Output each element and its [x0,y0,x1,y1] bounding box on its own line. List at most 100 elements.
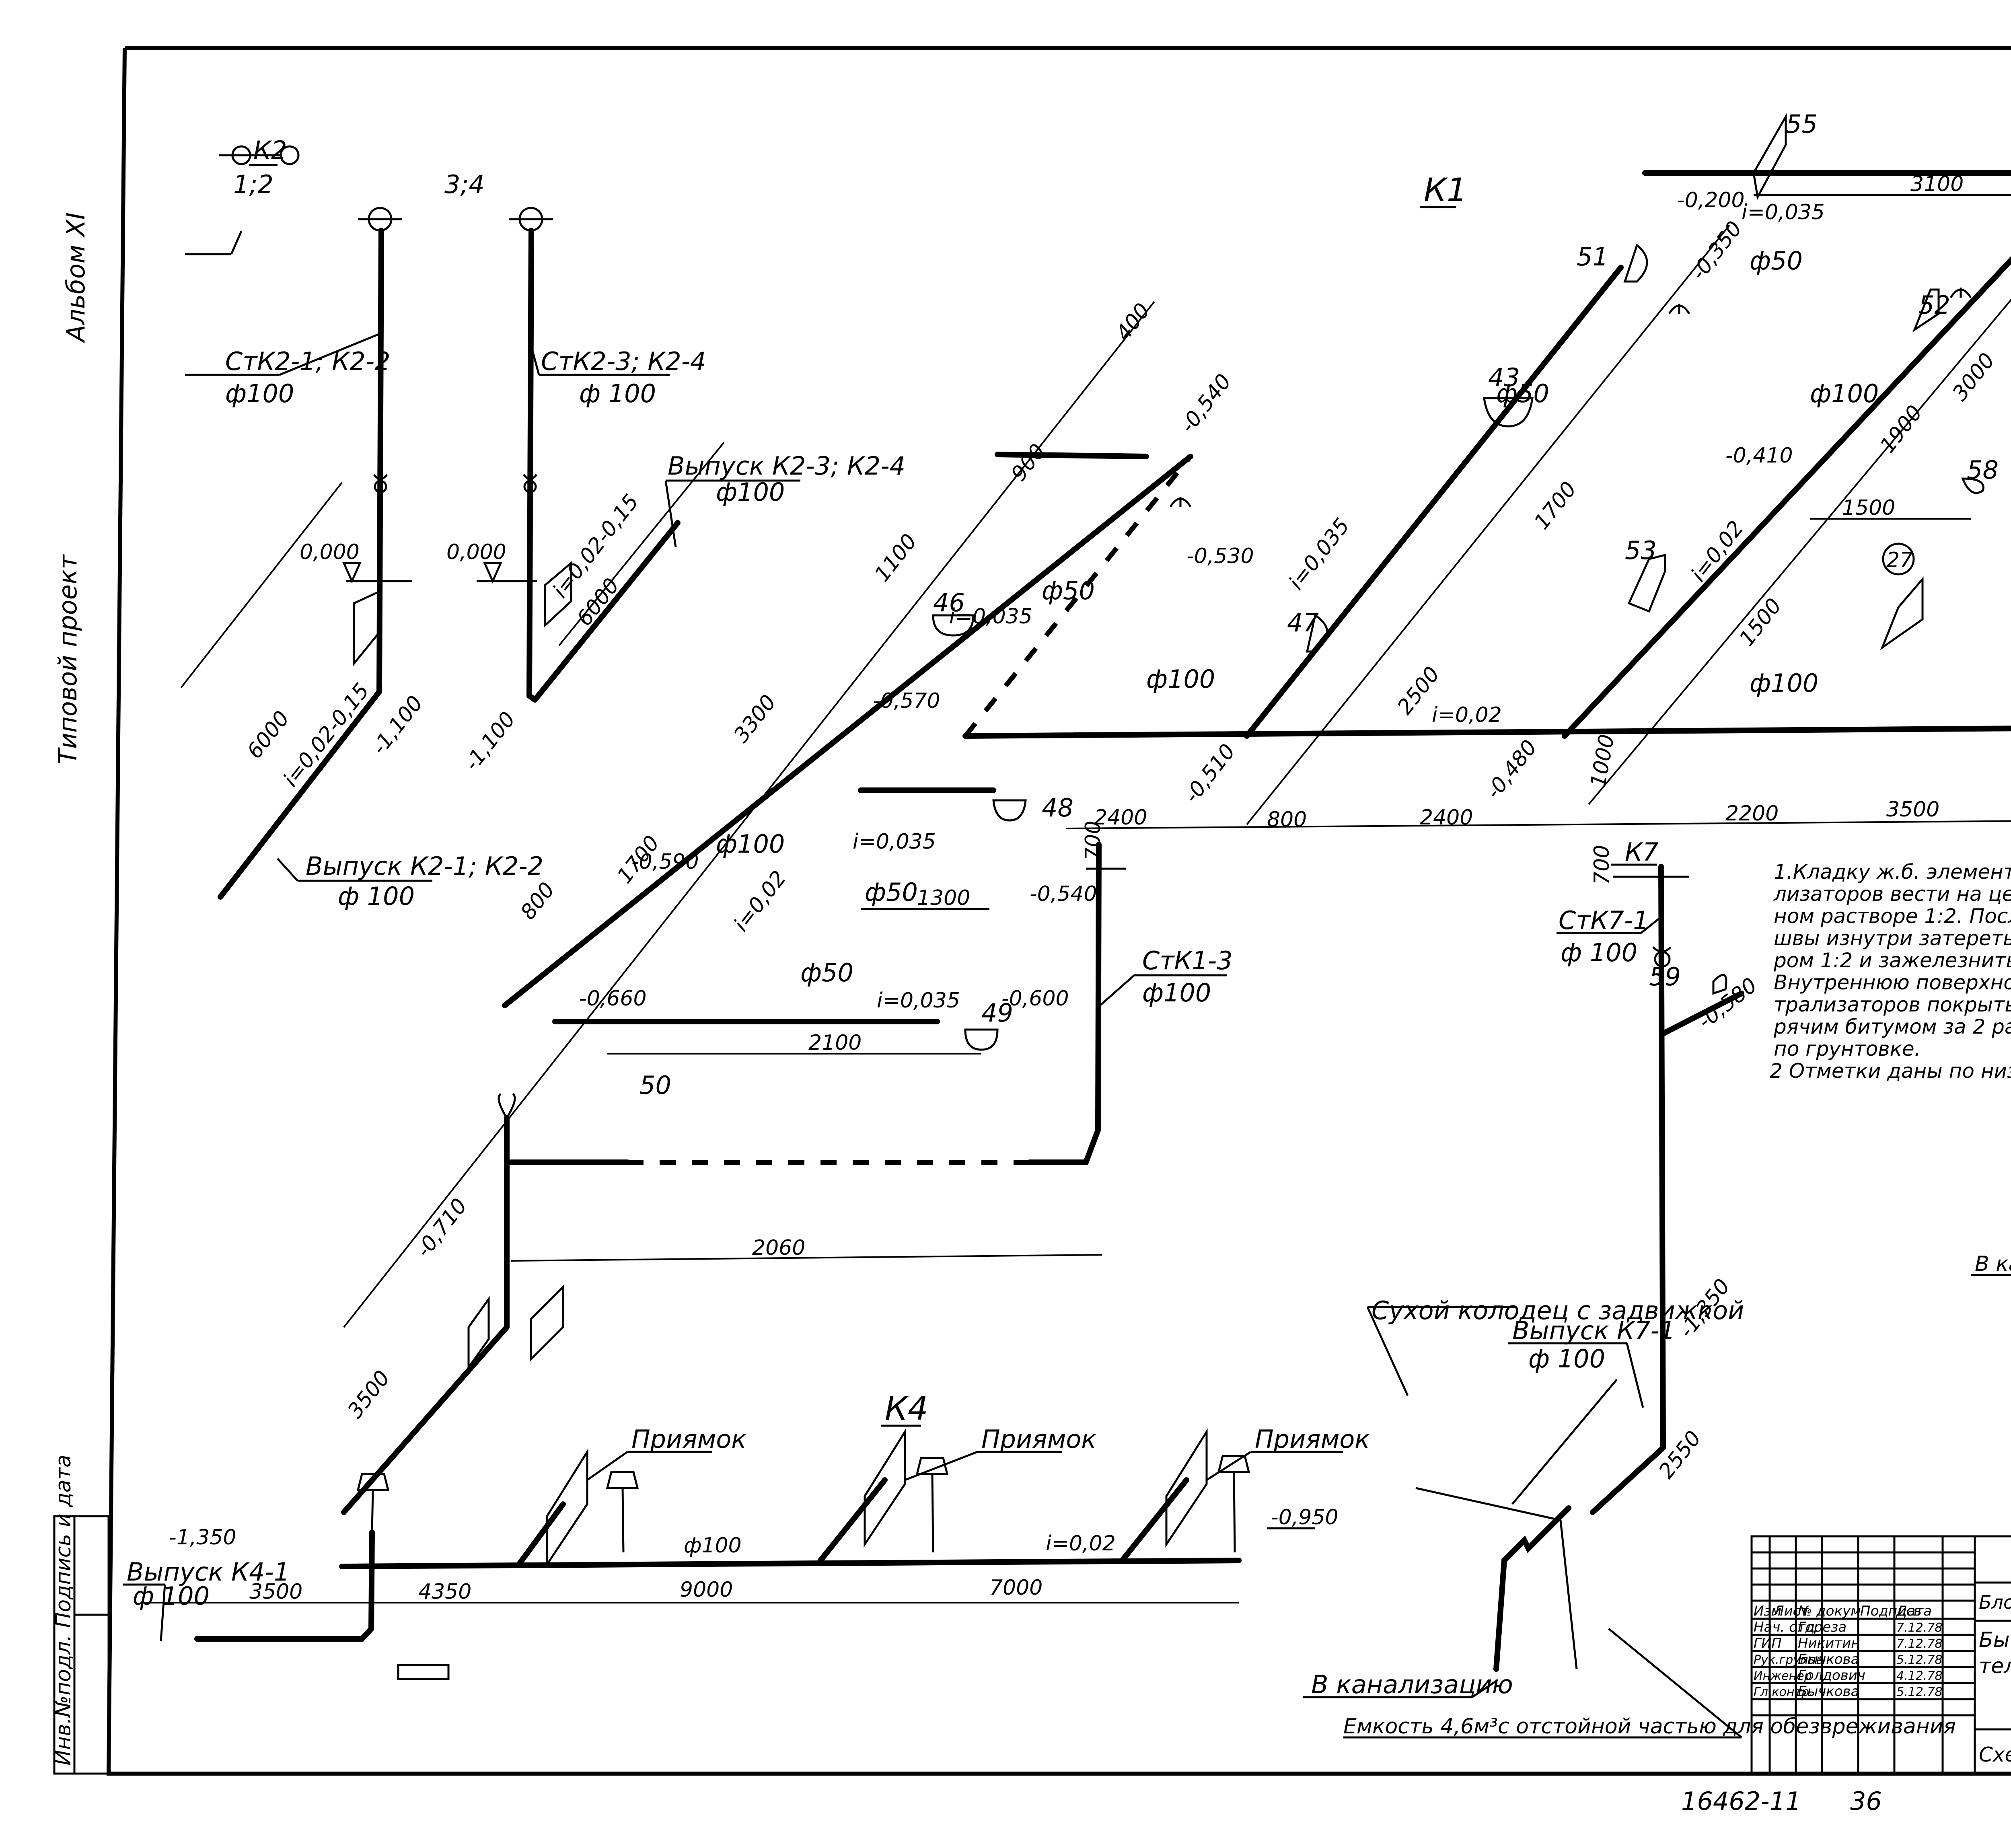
k1-dim: 3500 [343,1366,395,1423]
k1-dim: 1100 [870,530,922,586]
note-line: лизаторов вести на цемент- [1773,882,2011,906]
k2-riser-b-label: СтК2-3; К2-4 [541,347,706,376]
floor-drain-icon [509,207,553,232]
note-line: швы изнутри затереть раство- [1774,927,2011,950]
k4-pit-label: Приямок [1255,1425,1370,1454]
k2-riser-b-diameter: ф 100 [579,379,656,408]
system-k4: К4 Приямок Приямок Приямок ф100 i=0,02 -… [123,1390,1370,1680]
k7-riser1 [1658,864,1666,1451]
washbasin-icon [932,614,975,637]
k2-fixture-b: 3;4 [444,170,485,199]
level-mark-icon [342,562,362,584]
k1-riser-diameter: ф100 [1142,978,1211,1007]
sink-icon [1483,397,1534,428]
tb-role: ГИП [1754,1635,1782,1651]
tb-project: Блок зимних почвенных теплиц площадью 6г… [1979,1591,2011,1613]
k1-diameter: ф100 [716,829,785,859]
k4-mark: -1,350 [169,1525,236,1550]
k2-riser-a-label: СтК2-1; К2-2 [225,347,391,376]
k1-riser-label: СтК1-3 [1142,946,1233,975]
washbasin-icon [1306,613,1328,653]
k2-outlet-a-label: Выпуск К2-1; К2-2 [306,851,543,881]
pit-icon [546,1448,588,1568]
k1-dim: 3300 [729,691,781,747]
k1-diameter: ф100 [1146,664,1215,694]
tb-name: Никитин [1798,1635,1860,1651]
title-block: Изм Лист № докум Подпись Дата Нач. отд. … [1750,1535,2011,1775]
k1-dim-line [343,301,1155,1328]
k2-riser-a-diameter: ф100 [225,379,294,408]
k1-diameter: ф100 [1810,379,1879,408]
k7-riser1-label: СтК7-1 [1559,906,1649,935]
k1-dim: 3000 [1948,349,2000,405]
floor-drain-icon [498,1093,516,1119]
tb-role: Гл.контр. [1754,1685,1813,1699]
k7-riser1-dim: 700 [1590,845,1614,885]
k1-slope: i=0,02 [1432,703,1502,727]
k4-end-mark: -0,950 [1271,1505,1339,1529]
tb-role: Инженер [1754,1669,1812,1683]
washbasin-icon [1961,477,1984,494]
note-line: трализаторов покрыть го- [1774,993,2011,1016]
k7-riser1-diameter: ф 100 [1561,938,1637,967]
floor-drain-icon [1217,1455,1250,1553]
trap-icon [1668,304,1690,315]
fixture-27-label: 27 [1886,548,1913,572]
k1-branch-46 [995,452,1149,459]
floor-drain-icon [915,1457,949,1553]
k4-collector [339,1558,1242,1569]
tb-sheet-title: Схемы систем К1,К2,К4,К7 [1979,1743,2011,1766]
k4-slope: i=0,02 [1046,1531,1116,1556]
sheet-frame [106,46,2011,1776]
k7-title: К7 [1625,837,1658,867]
fixture-50-label: 50 [639,1071,671,1100]
k1-dim: 1000 [1586,733,1619,789]
k1-dim: 700 [1081,821,1105,861]
k7-to-sewer-right: В канализацию [1975,1252,2011,1276]
k1-dim: 2400 [1420,806,1473,830]
stamp-box: Инв.№подл. Подпись и дата [51,1455,110,1775]
k1-mark: -0,410 [1725,444,1793,468]
k1-slope: i=0,02 [729,866,791,936]
k1-mark: -0,200 [1677,188,1745,212]
k1-slope: i=0,035 [1284,514,1355,594]
k1-mark: -0,480 [1481,736,1542,804]
tb-name: Бычкова [1798,1651,1859,1667]
k1-mark: -0,590 [631,850,699,874]
k2-outlet-b-mark: -1,100 [460,707,520,775]
washbasin-icon [964,1028,999,1051]
k1-main-collector [962,726,2011,739]
tb-name: Бычкова [1798,1684,1859,1700]
sink-icon [992,799,1027,822]
cleanout-icon [1652,946,1672,968]
wall-section-icon [467,1296,490,1371]
k1-diameter: ф100 [1750,668,1818,698]
k1-branch-diagonal [1562,256,2011,739]
k4-dim: 7000 [989,1576,1043,1600]
k1-dim: 1500 [1735,594,1787,651]
cleanout-icon [373,474,388,493]
note-line: ном растворе 1:2. После сборки [1774,904,2011,928]
k7-to-sewer: В канализацию [1311,1670,1513,1699]
tb-sig-header: Лист [1773,1603,1809,1619]
k1-mark: -0,510 [1180,740,1240,808]
k2-outlet-b [532,520,681,703]
k1-branch-diagonal [1244,265,1624,739]
note-line: 2 Отметки даны по низу труб. [1770,1059,2011,1083]
tb-name: Голдович [1798,1667,1865,1684]
k1-mark: -0,540 [1030,882,1097,906]
k4-title: К4 [885,1390,928,1427]
marker-circle [1882,543,1915,576]
k1-riser-3 [1095,842,1102,1133]
margin-album: Альбом XI [61,212,90,343]
k4-pit-label: Приямок [631,1425,746,1454]
washbasin-icon [1623,243,1648,283]
wall-section-icon [530,1284,564,1362]
floor-drain-icon [356,1473,390,1533]
sink-icon [1880,576,1924,650]
k7-mark: -0,580 [1694,973,1762,1034]
system-k7-right: К7 700 СтК7-2 ф100 60 -0,580 2200 -1,350… [1971,1252,2011,1276]
k1-dim: 2200 [1725,802,1779,826]
k7-outlet1-diameter: ф 100 [1528,1344,1605,1373]
